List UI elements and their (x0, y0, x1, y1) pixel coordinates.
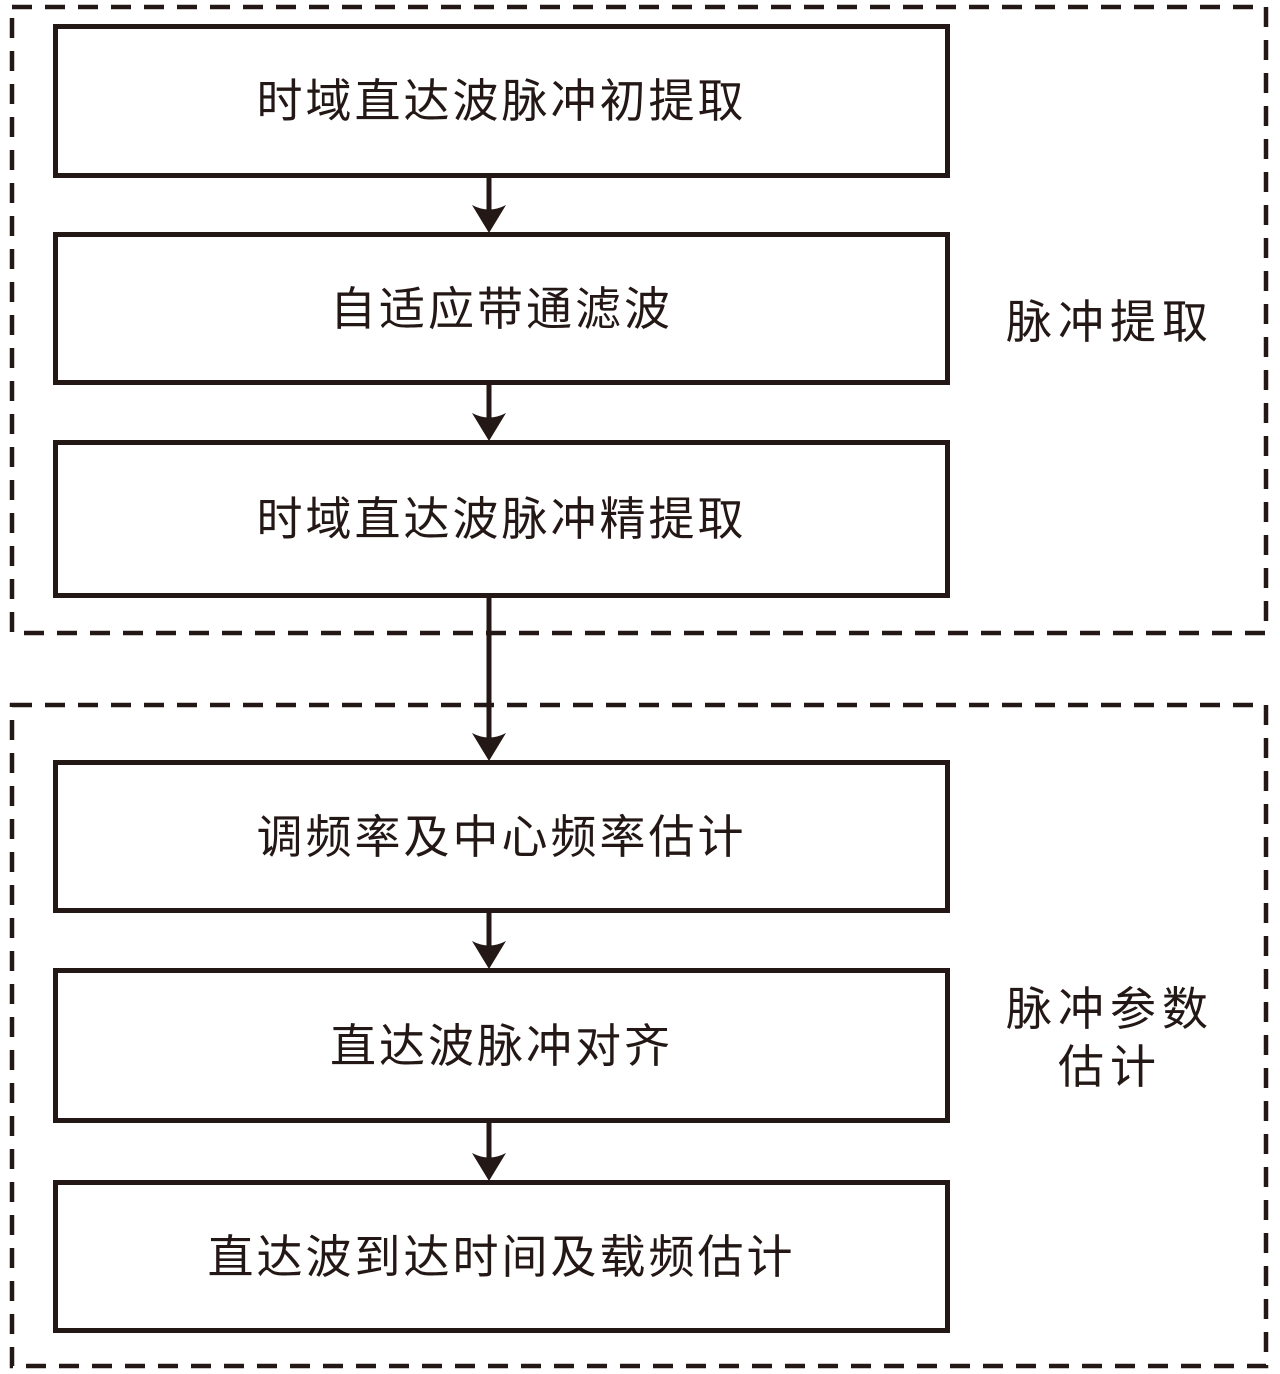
box-label: 时域直达波脉冲初提取 (256, 74, 747, 128)
group-label-line: 脉冲提取 (1006, 295, 1214, 349)
group-pulse-parameter-estimation-outline (9, 702, 1269, 1369)
box-label: 自适应带通滤波 (330, 281, 673, 336)
flow-arrow-5 (472, 1123, 506, 1181)
box-label: 调频率及中心频率估计 (256, 809, 747, 864)
flow-box-chirp-rate-center-freq-estimation: 调频率及中心频率估计 (53, 760, 950, 913)
group-label-line: 脉冲参数 (1006, 982, 1214, 1036)
flow-box-pulse-alignment: 直达波脉冲对齐 (53, 968, 950, 1123)
group-pulse-extraction-outline (9, 4, 1269, 636)
box-label: 直达波脉冲对齐 (330, 1018, 673, 1073)
group-label-line: 估计 (1058, 1040, 1162, 1094)
box-label: 时域直达波脉冲精提取 (256, 492, 747, 546)
flow-box-fine-pulse-extraction: 时域直达波脉冲精提取 (53, 440, 950, 598)
box-label: 直达波到达时间及载频估计 (207, 1229, 796, 1284)
group-label-pulse-parameter-estimation: 脉冲参数 估计 (950, 980, 1270, 1096)
flow-arrow-4 (472, 913, 506, 969)
flow-box-toa-carrier-freq-estimation: 直达波到达时间及载频估计 (53, 1180, 950, 1333)
group-label-pulse-extraction: 脉冲提取 (950, 293, 1270, 351)
flow-arrow-1 (472, 178, 506, 233)
flow-arrow-3 (472, 598, 506, 761)
flow-arrow-2 (472, 385, 506, 441)
flow-box-adaptive-bandpass-filter: 自适应带通滤波 (53, 232, 950, 385)
flow-box-initial-pulse-extraction: 时域直达波脉冲初提取 (53, 24, 950, 178)
